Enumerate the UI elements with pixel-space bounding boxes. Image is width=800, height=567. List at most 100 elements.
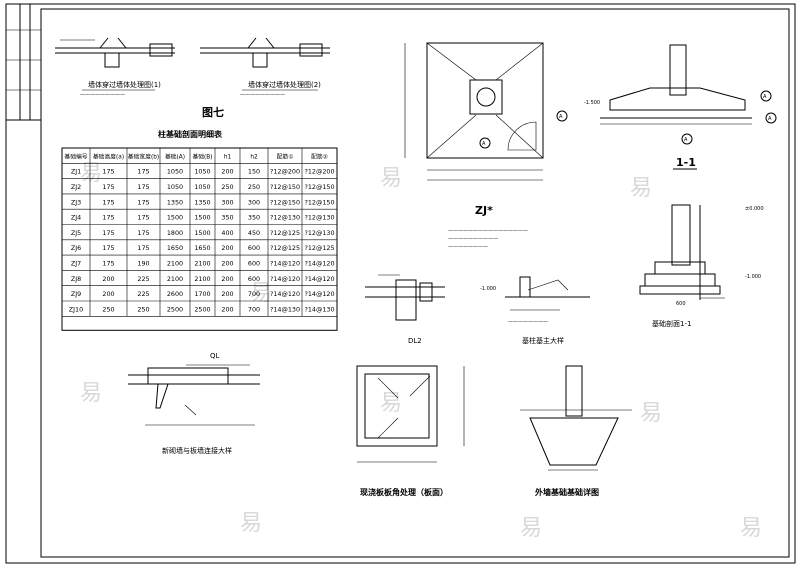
table-header-cell: 基础(A): [165, 152, 185, 160]
table-cell: 190: [137, 260, 149, 268]
watermark-glyph: 易: [740, 516, 762, 541]
svg-text:-1.000: -1.000: [480, 286, 496, 292]
table-cell: 175: [137, 214, 149, 222]
detail-ql: QL 新砌墙与板墙连接大样: [128, 352, 260, 455]
watermark-glyph: 易: [640, 401, 662, 426]
table-cell: ?14@120: [270, 290, 300, 298]
table-cell: 200: [102, 290, 114, 298]
table-cell: 600: [248, 244, 260, 252]
table-title: 柱基础剖面明细表: [158, 129, 223, 139]
watermark-glyph: 易: [240, 511, 262, 536]
table-cell: 350: [248, 214, 260, 222]
table-header-cell: 配筋②: [311, 152, 328, 160]
detail-column-base: ———————— 基柱基主大样 -1.000: [480, 276, 590, 345]
svg-text:±0.000: ±0.000: [745, 206, 764, 212]
table-cell: ?12@150: [304, 198, 334, 206]
table-cell: 175: [137, 198, 149, 206]
table-cell: 2500: [194, 305, 210, 313]
svg-text:A: A: [559, 114, 563, 120]
table-cell: ?12@130: [304, 229, 334, 237]
table-cell: 175: [137, 183, 149, 191]
table-cell: 175: [137, 229, 149, 237]
svg-text:-1.500: -1.500: [584, 100, 600, 106]
table-cell: 1050: [167, 168, 183, 176]
svg-text:——————————: ——————————: [448, 236, 498, 242]
table-cell: ?12@150: [270, 183, 300, 191]
table-cell: 1650: [194, 244, 210, 252]
table-cell: ZJ7: [71, 260, 81, 268]
table-cell: ?12@125: [304, 244, 334, 252]
svg-text:A: A: [684, 137, 688, 143]
table-cell: 200: [221, 260, 233, 268]
plan-view-zj: A A ZJ* ———————————————— —————————— ————…: [404, 42, 568, 250]
strip-caption: 外墙基础基础详图: [535, 487, 599, 497]
table-cell: 250: [248, 183, 260, 191]
table-cell: 600: [248, 275, 260, 283]
table-cell: ?14@130: [270, 305, 300, 313]
table-cell: 400: [221, 229, 233, 237]
table-header-cell: h2: [250, 154, 258, 160]
left-title-strip: [6, 4, 41, 121]
watermark-glyph: 易: [380, 166, 402, 191]
table-cell: 600: [248, 260, 260, 268]
table-cell: 175: [102, 260, 114, 268]
table-cell: 175: [102, 168, 114, 176]
table-cell: 225: [137, 290, 149, 298]
watermark-glyph: 易: [250, 281, 272, 306]
table-cell: 1500: [167, 214, 183, 222]
table-cell: ZJ6: [71, 244, 81, 252]
dl2-label: DL2: [408, 337, 422, 345]
table-cell: 2100: [167, 275, 183, 283]
table-cell: 2100: [194, 275, 210, 283]
table-cell: 250: [221, 183, 233, 191]
section-1-1: A A A -1.500 1-1: [584, 44, 777, 170]
table-cell: ?12@150: [304, 183, 334, 191]
table-cell: ?14@120: [304, 275, 334, 283]
table-cell: 1800: [167, 229, 183, 237]
table-cell: ?12@150: [270, 198, 300, 206]
slab-caption: 现浇板板角处理（板面）: [360, 487, 448, 497]
ql-caption: 新砌墙与板墙连接大样: [162, 446, 232, 455]
table-cell: 200: [221, 290, 233, 298]
table-cell: 250: [137, 305, 149, 313]
table-cell: ?12@130: [270, 214, 300, 222]
caption-detail-1: 墙体穿过墙体处理图(1): [88, 80, 161, 89]
table-header-cell: 基础编号: [64, 152, 87, 160]
table-cell: 200: [221, 168, 233, 176]
table-header-cell: 配筋①: [277, 152, 294, 160]
column-detail-caption: 基柱基主大样: [522, 336, 564, 345]
table-cell: 175: [102, 244, 114, 252]
table-cell: 1700: [194, 290, 210, 298]
svg-text:A: A: [768, 116, 772, 122]
watermark-glyph: 易: [630, 176, 652, 201]
table-cell: 175: [102, 183, 114, 191]
table-cell: 175: [137, 168, 149, 176]
svg-text:————————: ————————: [448, 244, 488, 250]
watermarks: 易易易易易易易易易易: [80, 161, 762, 541]
section-label: 1-1: [676, 156, 696, 169]
table-cell: ?14@130: [304, 305, 334, 313]
table-cell: ?14@120: [304, 260, 334, 268]
table-cell: 200: [221, 275, 233, 283]
table-cell: 2500: [167, 305, 183, 313]
table-cell: 2100: [194, 260, 210, 268]
table-cell: ZJ1: [71, 168, 81, 176]
table-cell: 350: [221, 214, 233, 222]
svg-text:—————————: —————————: [80, 92, 125, 98]
table-cell: ?12@125: [270, 229, 300, 237]
table-cell: 700: [248, 305, 260, 313]
detail-strip-footing: 外墙基础基础详图: [520, 365, 632, 497]
table-cell: ZJ5: [71, 229, 81, 237]
table-cell: 1650: [167, 244, 183, 252]
figure-label: 图七: [202, 105, 224, 119]
table-cell: 1050: [194, 183, 210, 191]
svg-text:————————: ————————: [508, 319, 548, 325]
table-cell: 2100: [167, 260, 183, 268]
table-cell: 1350: [194, 198, 210, 206]
outer-border: [5, 3, 796, 564]
watermark-glyph: 易: [80, 381, 102, 406]
detail-wall-opening-1: 墙体穿过墙体处理图(1) —————————: [55, 37, 175, 98]
table-cell: 200: [102, 275, 114, 283]
